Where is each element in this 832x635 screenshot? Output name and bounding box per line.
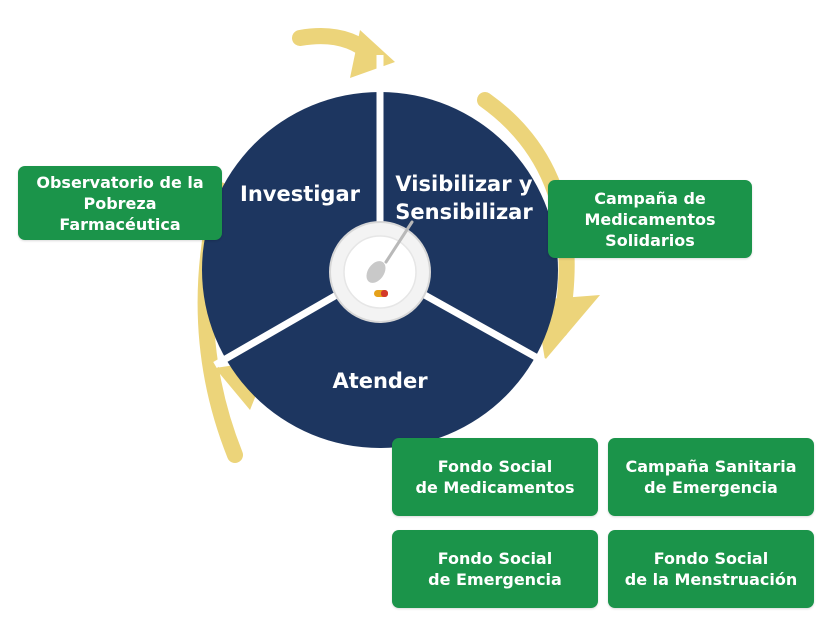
fondo-medicamentos-box: Fondo Social de Medicamentos (392, 438, 598, 516)
segment-label-investigar: Investigar (240, 182, 360, 206)
fondo-emergencia-box: Fondo Social de Emergencia (392, 530, 598, 608)
segment-label-visibilizar: Visibilizar y Sensibilizar (395, 172, 533, 224)
fondo-menstruacion-box: Fondo Social de la Menstruación (608, 530, 814, 608)
segment-label-atender: Atender (332, 369, 428, 393)
observatorio-box: Observatorio de la Pobreza Farmacéutica (18, 166, 222, 240)
arrow-head-top (350, 30, 395, 78)
campana-medicamentos-box: Campaña de Medicamentos Solidarios (548, 180, 752, 258)
plate-with-spoon-and-pill-icon (329, 220, 431, 323)
campana-sanitaria-box: Campaña Sanitaria de Emergencia (608, 438, 814, 516)
